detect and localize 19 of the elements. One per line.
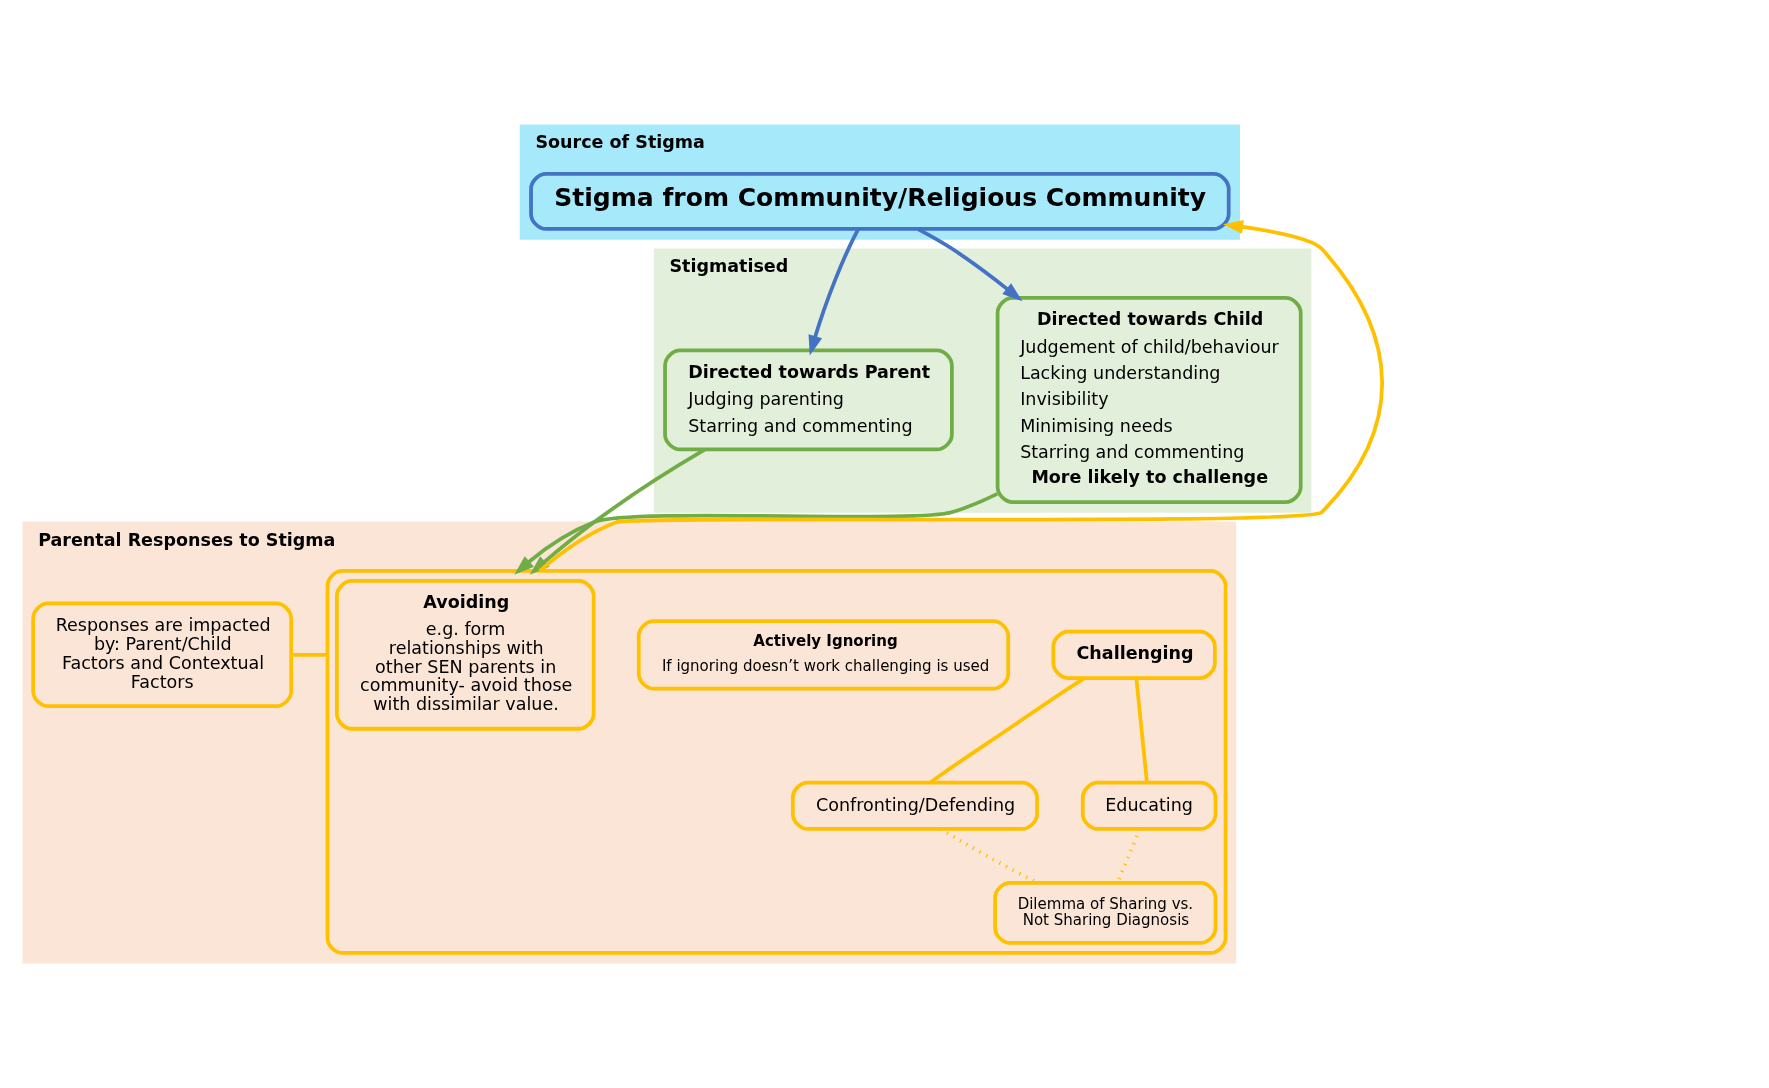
connector xyxy=(929,676,1086,784)
arrow xyxy=(917,227,1023,302)
arrow xyxy=(514,492,999,575)
cluster xyxy=(325,569,1228,955)
node-box: Stigma from Community/Religious Community xyxy=(529,172,1231,231)
node-box: Confronting/Defending xyxy=(790,780,1039,831)
arrow xyxy=(808,228,860,356)
node-box: Actively Ignoring If ignoring doesn’t work challenging is used xyxy=(636,619,1011,691)
node-box: Directed towards Parent Judging parenting Starring and commenting xyxy=(663,348,954,452)
arrow xyxy=(538,219,1384,573)
node-box: Dilemma of Sharing vs. Not Sharing Diagnosis xyxy=(993,880,1218,945)
node-box: Educating xyxy=(1080,780,1218,831)
connector xyxy=(1134,678,1149,783)
node-box: Avoiding e.g. form relationships with other SEN parents in community- avoid those with dissimilar value. xyxy=(335,579,596,731)
arrow xyxy=(529,448,706,575)
connector xyxy=(291,652,328,657)
node-box: Responses are impacted by: Parent/Child Factors and Contextual Factors xyxy=(31,601,294,709)
node-box: Directed towards Child Judgement of child/behaviour Lacking understanding Invisibility Minimising needs Starring and commenting More likely to challenge xyxy=(995,296,1303,504)
node-box: Challenging xyxy=(1051,629,1217,680)
